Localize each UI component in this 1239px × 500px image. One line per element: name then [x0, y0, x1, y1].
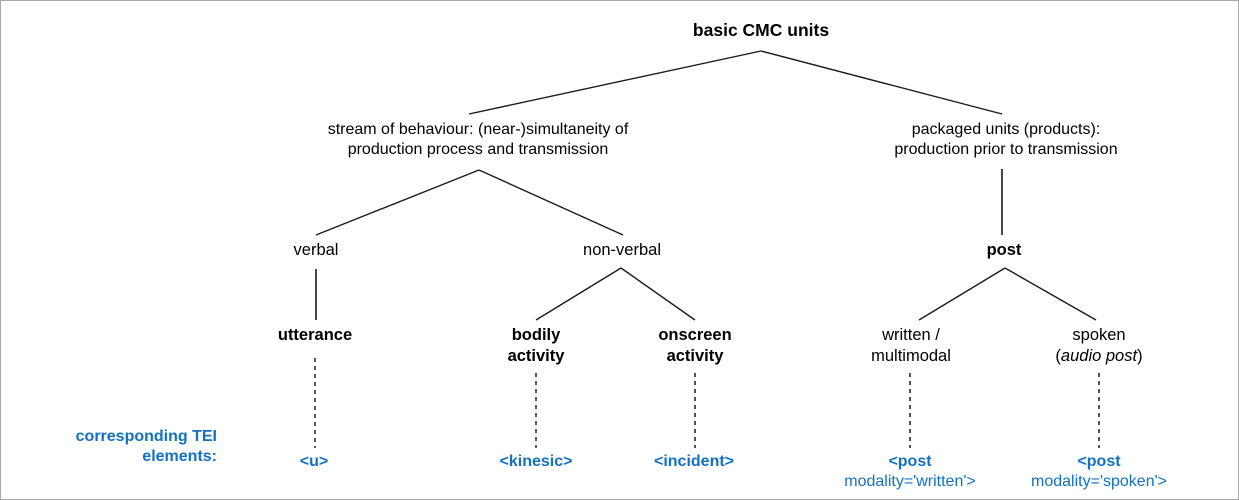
node-written-multimodal: written / multimodal: [871, 326, 951, 366]
tei-tag-post-spoken: <post: [1077, 453, 1121, 470]
tei-attr-modality-spoken: modality='spoken'>: [1031, 473, 1167, 491]
node-stream-of-behaviour: stream of behaviour: (near-)simultaneity…: [327, 121, 629, 159]
tei-attr-modality-written: modality='written'>: [844, 473, 976, 491]
edge-nonverbal-to-bodily: [535, 267, 622, 321]
edge-post-to-spoken: [1004, 267, 1097, 321]
tei-element-u: <u>: [300, 452, 328, 472]
node-spoken-line1: spoken: [1072, 326, 1126, 344]
tei-element-incident: <incident>: [654, 452, 734, 472]
node-bodily-activity: bodily activity: [507, 326, 565, 366]
edge-stream-to-nonverbal: [478, 169, 624, 236]
edge-stream-to-verbal: [315, 169, 480, 236]
tei-tag-kinesic: <kinesic>: [499, 453, 573, 470]
edge-nonverbal-to-onscreen: [620, 267, 696, 321]
tei-elements-row-label: corresponding TEI elements:: [75, 428, 217, 466]
node-spoken-audio-post: spoken (audio post): [1055, 325, 1142, 367]
node-non-verbal: non-verbal: [583, 241, 661, 259]
edge-post-to-written: [918, 267, 1006, 321]
tei-element-kinesic: <kinesic>: [500, 452, 573, 472]
tei-tag-u: <u>: [299, 453, 329, 470]
tei-element-post-spoken: <post modality='spoken'>: [1031, 452, 1167, 493]
edge-root-to-stream: [468, 50, 762, 115]
node-spoken-audio-post-italic: audio post: [1060, 347, 1138, 366]
node-basic-cmc-units: basic CMC units: [692, 20, 830, 40]
node-onscreen-activity: onscreen activity: [658, 326, 732, 366]
edge-root-to-packaged: [760, 50, 1003, 115]
tei-element-post-written: <post modality='written'>: [844, 452, 976, 493]
tei-tag-post-written: <post: [888, 453, 932, 470]
node-post: post: [986, 241, 1022, 259]
node-packaged-units: packaged units (products): production pr…: [894, 121, 1118, 159]
node-spoken-paren-open: (: [1055, 347, 1061, 366]
node-verbal: verbal: [293, 241, 339, 259]
node-spoken-paren-close: ): [1137, 347, 1143, 366]
node-utterance: utterance: [277, 326, 353, 344]
tei-tag-incident: <incident>: [653, 453, 735, 470]
